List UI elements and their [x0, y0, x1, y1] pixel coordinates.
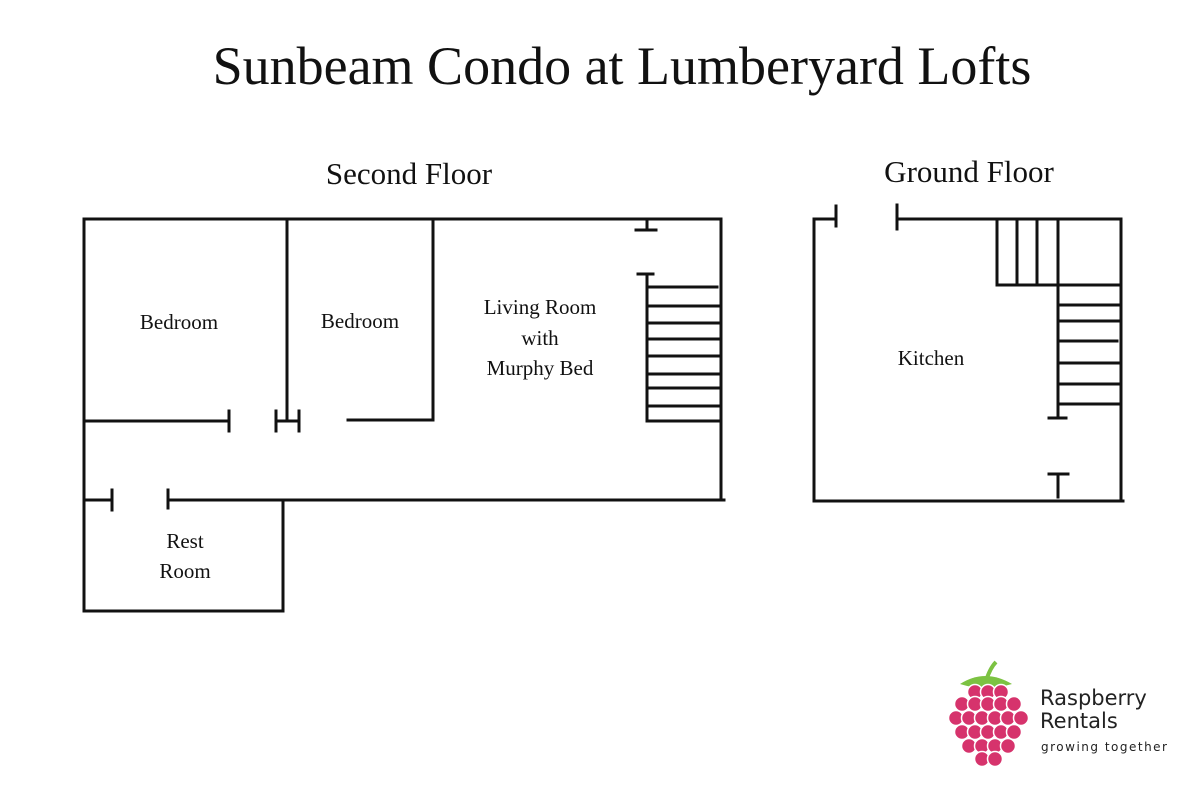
logo-name-line2: Rentals [1040, 709, 1118, 733]
raspberry-drupelet [1005, 723, 1023, 741]
room-label-rest-2: Room [159, 559, 211, 583]
raspberry-drupelet [1005, 695, 1023, 713]
raspberry-drupelet [986, 750, 1004, 768]
ground-floor-outer-wall [812, 203, 1125, 503]
second-floor-label: Second Floor [325, 156, 493, 191]
door-ticks [110, 409, 301, 512]
second-floor-stairs [634, 217, 722, 423]
raspberry-drupelet [1012, 709, 1030, 727]
ground-floor-stairs [995, 217, 1123, 499]
raspberry-logo-icon [947, 660, 1030, 768]
logo-name-line1: Raspberry [1040, 686, 1147, 710]
raspberry-drupelet [999, 737, 1017, 755]
room-label-bedroom-2: Bedroom [320, 309, 400, 333]
room-label-kitchen: Kitchen [897, 346, 965, 370]
room-label-rest-1: Rest [166, 529, 204, 553]
room-label-living-1: Living Room [483, 295, 597, 319]
logo-name: Raspberry Rentals [1040, 687, 1147, 733]
room-label-living-2: with [521, 326, 559, 350]
bedroom-divider-walls [82, 217, 435, 423]
page-title: Sunbeam Condo at Lumberyard Lofts [212, 36, 1032, 96]
room-label-living-3: Murphy Bed [486, 356, 594, 380]
logo-tagline: growing together [1041, 740, 1169, 754]
ground-floor-label: Ground Floor [884, 154, 1054, 189]
second-floor-outer-wall [82, 217, 723, 613]
room-label-bedroom-1: Bedroom [139, 310, 219, 334]
